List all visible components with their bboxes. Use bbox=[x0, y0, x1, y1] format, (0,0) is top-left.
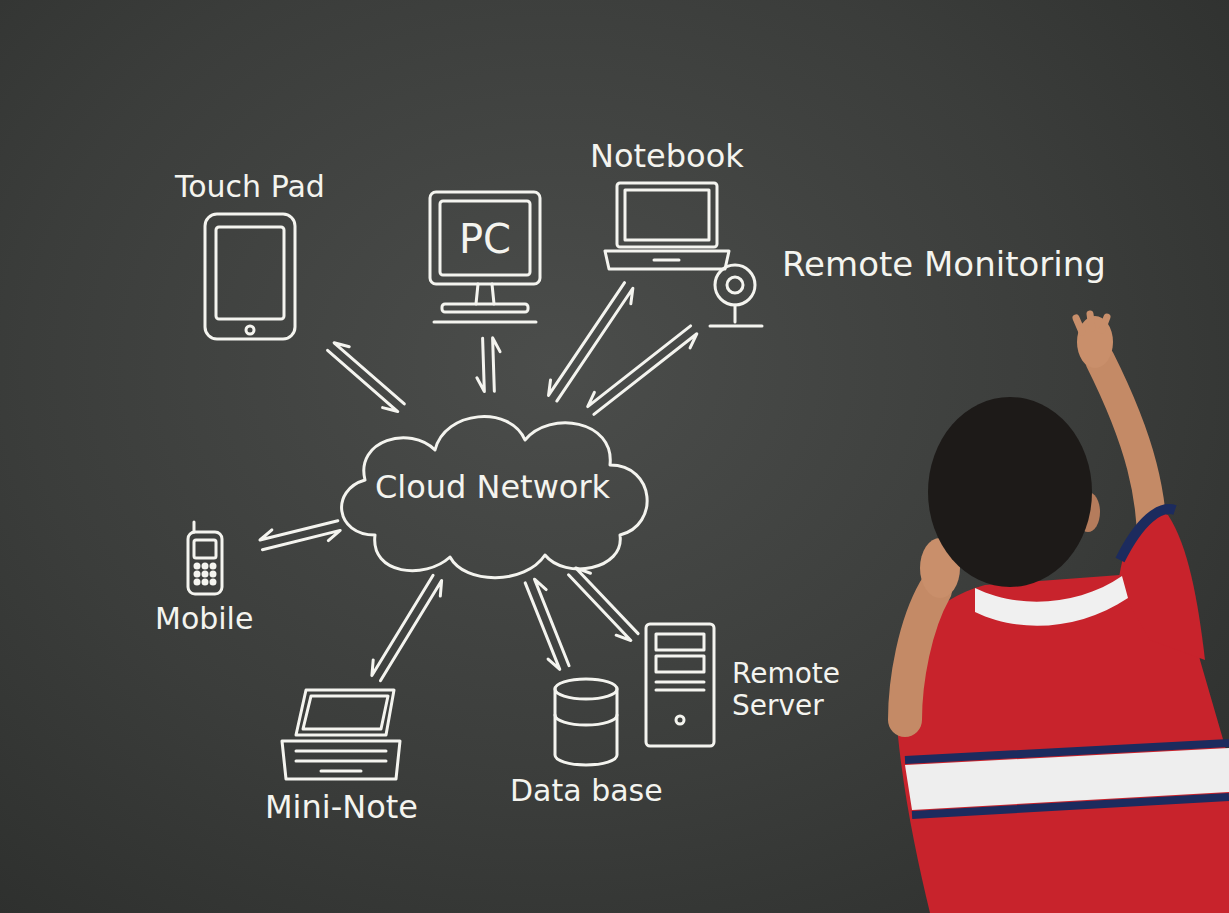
notebook-stroke bbox=[617, 183, 717, 247]
webcam-stroke bbox=[715, 265, 755, 305]
double-arrow bbox=[260, 521, 340, 550]
double-arrow bbox=[588, 326, 697, 415]
phone-stroke bbox=[195, 572, 199, 576]
webcam-node: Remote Monitoring bbox=[700, 245, 1106, 335]
arrow-stroke bbox=[557, 288, 633, 401]
mininote-stroke bbox=[296, 751, 386, 771]
database-stroke bbox=[555, 715, 617, 725]
mininote-node: Mini-Note bbox=[265, 685, 418, 826]
node-label: Cloud Network bbox=[375, 469, 610, 506]
pc-stroke bbox=[430, 192, 540, 284]
arrow-stroke bbox=[262, 530, 340, 549]
cloud-stroke bbox=[342, 417, 648, 578]
arrow-stroke bbox=[594, 334, 697, 415]
server-stroke bbox=[676, 716, 684, 724]
tablet-icon bbox=[200, 209, 300, 344]
phone-stroke bbox=[203, 572, 207, 576]
double-arrow bbox=[569, 568, 639, 641]
node-label: Mini-Note bbox=[265, 789, 418, 826]
server-stroke bbox=[646, 624, 714, 746]
pc-stroke bbox=[434, 321, 536, 324]
head-hair bbox=[928, 397, 1092, 587]
node-label: Remote Server bbox=[732, 658, 872, 722]
server-node: Remote Server bbox=[640, 620, 872, 750]
server-stroke bbox=[656, 682, 704, 690]
mininote-stroke bbox=[296, 690, 394, 735]
tablet-stroke bbox=[205, 214, 295, 339]
webcam-icon bbox=[700, 260, 770, 335]
webcam-stroke bbox=[727, 277, 743, 293]
database-stroke bbox=[555, 689, 617, 765]
database-stroke bbox=[555, 679, 617, 699]
server-stroke bbox=[656, 634, 704, 650]
touchpad-node: Touch Pad bbox=[175, 170, 325, 344]
arrow-stroke bbox=[549, 283, 625, 396]
phone-stroke bbox=[195, 564, 199, 568]
arrow-stroke bbox=[380, 580, 441, 680]
pc-monitor: PC bbox=[420, 188, 550, 330]
arrow-stroke bbox=[588, 326, 691, 407]
notebook-icon bbox=[599, 179, 734, 279]
pc-stroke bbox=[476, 284, 494, 304]
arrow-stroke bbox=[569, 575, 631, 641]
arrow-stroke bbox=[372, 575, 433, 675]
arrow-stroke bbox=[328, 350, 398, 411]
phone-stroke bbox=[211, 580, 215, 584]
phone-stroke bbox=[211, 564, 215, 568]
arrow-stroke bbox=[576, 568, 638, 634]
notebook-stroke bbox=[654, 258, 679, 261]
mininote-stroke bbox=[303, 696, 388, 729]
sleeve-trim bbox=[1120, 509, 1175, 560]
arrow-stroke bbox=[260, 521, 338, 540]
double-arrow bbox=[328, 343, 405, 412]
arrow-stroke bbox=[534, 579, 569, 666]
mininote-stroke bbox=[282, 741, 400, 779]
fingers bbox=[1076, 314, 1107, 332]
server-stroke bbox=[656, 656, 704, 672]
notebook-stroke bbox=[625, 190, 709, 240]
node-label: Touch Pad bbox=[175, 170, 325, 205]
double-arrow bbox=[549, 283, 633, 401]
arrow-stroke bbox=[477, 338, 484, 391]
arrow-stroke bbox=[334, 343, 404, 404]
notebook-node: Notebook bbox=[590, 138, 744, 279]
server-icon bbox=[640, 620, 720, 750]
node-label: Remote Monitoring bbox=[782, 245, 1106, 284]
phone-stroke bbox=[211, 572, 215, 576]
mobile-node: Mobile bbox=[155, 520, 253, 637]
tablet-stroke bbox=[246, 326, 254, 334]
double-arrow bbox=[477, 338, 500, 392]
webcam-stroke bbox=[710, 305, 762, 326]
phone-stroke bbox=[195, 580, 199, 584]
database-icon bbox=[549, 675, 624, 770]
left-arm bbox=[905, 590, 935, 720]
double-arrow bbox=[525, 579, 569, 669]
node-label: Data base bbox=[510, 774, 663, 809]
node-label: Mobile bbox=[155, 602, 253, 637]
navy-stripe bbox=[905, 743, 1229, 815]
phone-stroke bbox=[188, 532, 222, 594]
mininote-icon bbox=[276, 685, 406, 785]
pc-stroke bbox=[440, 201, 530, 275]
node-label: Notebook bbox=[590, 138, 744, 175]
node-label: PC bbox=[459, 216, 511, 262]
phone-stroke bbox=[194, 540, 216, 558]
phone-stroke bbox=[203, 564, 207, 568]
tablet-stroke bbox=[216, 227, 284, 319]
database-node: Data base bbox=[510, 675, 663, 809]
arrow-stroke bbox=[493, 338, 500, 391]
notebook-stroke bbox=[605, 251, 729, 269]
double-arrow bbox=[372, 575, 442, 681]
cloud-shape: Cloud Network bbox=[315, 385, 670, 590]
pc-stroke bbox=[442, 304, 528, 312]
phone-stroke bbox=[203, 580, 207, 584]
phone-icon bbox=[174, 520, 234, 598]
